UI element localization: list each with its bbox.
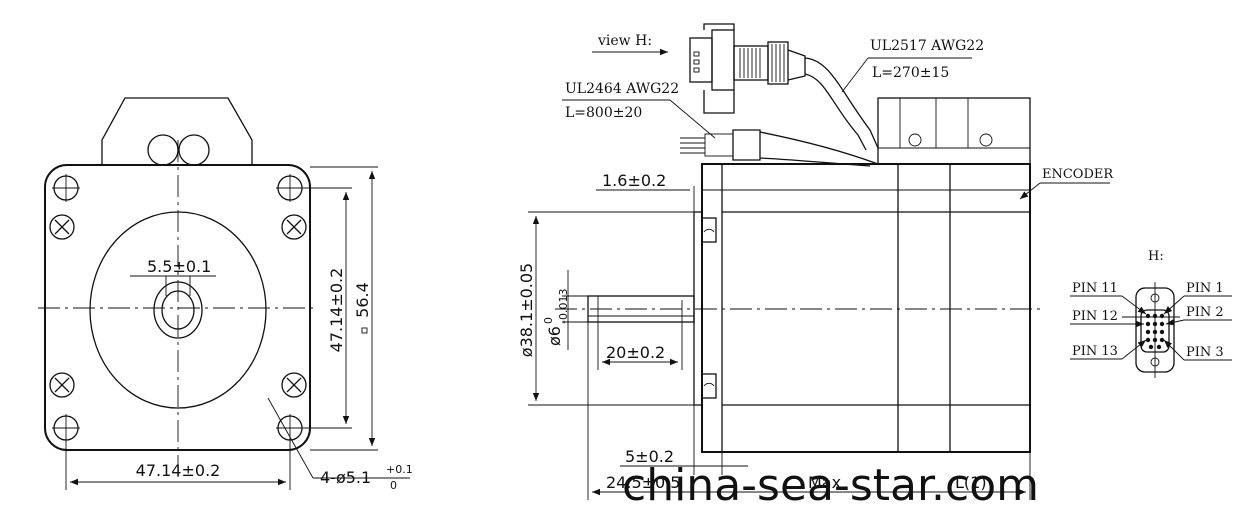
connector-face — [1140, 309, 1170, 353]
dsub-connector — [689, 23, 806, 114]
motor-body — [701, 163, 1031, 453]
view-h-label: view H: — [597, 33, 652, 49]
pin-1-label: PIN 1 — [1186, 281, 1224, 296]
mount-hole-tl — [52, 174, 80, 202]
dim-shaft-flat: 5.5±0.1 — [147, 257, 211, 276]
connector-pin-view: H: PIN 11 PIN 12 PIN 13 PIN 1 PIN 2 PIN … — [1070, 249, 1232, 378]
pin-13-label: PIN 13 — [1072, 344, 1118, 359]
cable-ul2517 — [804, 57, 879, 149]
watermark-text: china-sea-star.com — [622, 460, 1039, 511]
mount-hole-bl — [52, 414, 80, 442]
pin-3-label: PIN 3 — [1186, 345, 1224, 360]
flange-slot-bottom — [701, 373, 717, 399]
flange-slot-top — [701, 217, 717, 243]
leader-cable2 — [841, 57, 869, 93]
dim-pilot-depth: 5±0.2 — [625, 447, 674, 466]
cable-gland-left — [147, 134, 179, 166]
dim-shaft-tol-lower: -0.013 — [557, 289, 570, 324]
screw-bl — [49, 372, 75, 398]
encoder-housing-outline — [101, 97, 253, 165]
dim-shaft-length: 24.5±0.5 — [606, 473, 680, 492]
cable-ul2464 — [680, 129, 879, 167]
cable2-type: UL2517 AWG22 — [870, 38, 984, 54]
dim-shaft-diameter: ø6 — [545, 326, 564, 346]
dim-body-length-end: L(1) — [955, 473, 987, 492]
leader-mount-holes — [267, 397, 314, 479]
dim-flange-thickness: 1.6±0.2 — [602, 171, 666, 190]
pin-2-label: PIN 2 — [1186, 305, 1224, 320]
screw-tl — [49, 214, 75, 240]
dim-flange-size: 56.4 — [353, 282, 372, 318]
connector-pins — [1145, 313, 1165, 350]
connector-shell — [1135, 287, 1175, 373]
encoder-label: ENCODER — [1042, 167, 1114, 182]
dim-pilot-diameter: ø38.1±0.05 — [517, 263, 536, 357]
connector-view-title: H: — [1148, 249, 1164, 264]
dim-shaft-flat-length: 20±0.2 — [606, 343, 665, 362]
cable-gland-right — [178, 134, 210, 166]
dim-mount-holes-tol-upper: +0.1 — [386, 463, 413, 476]
dim-hole-spacing-h: 47.14±0.2 — [136, 461, 221, 480]
screw-br — [281, 372, 307, 398]
dim-mount-holes-tol-lower: 0 — [390, 479, 397, 492]
dim-shaft-tol-upper: 0 — [542, 317, 555, 324]
leader-cable1 — [669, 99, 716, 139]
pin-12-label: PIN 12 — [1072, 309, 1118, 324]
leader-encoder — [1019, 182, 1041, 200]
front-view: 47.14±0.2 56.4 47.14±0.2 5.5±0.1 4-ø5.1 … — [38, 97, 413, 492]
dim-hole-spacing-v: 47.14±0.2 — [327, 268, 346, 353]
cable1-type: UL2464 AWG22 — [565, 81, 679, 97]
dim-mount-holes: 4-ø5.1 — [320, 468, 371, 487]
encoder-block — [877, 97, 1031, 165]
motor-shaft — [587, 295, 695, 323]
screw-tr — [281, 214, 307, 240]
motor-flange — [44, 164, 311, 451]
side-view: view H: UL2464 AWG22 L=800±20 — [517, 23, 1114, 500]
pin-11-label: PIN 11 — [1072, 281, 1118, 296]
dim-body-length-partial: Max — [808, 473, 841, 492]
front-flange-plate — [693, 211, 703, 406]
cable2-length: L=270±15 — [872, 65, 949, 81]
square-symbol — [361, 327, 368, 334]
cable1-length: L=800±20 — [565, 105, 642, 121]
